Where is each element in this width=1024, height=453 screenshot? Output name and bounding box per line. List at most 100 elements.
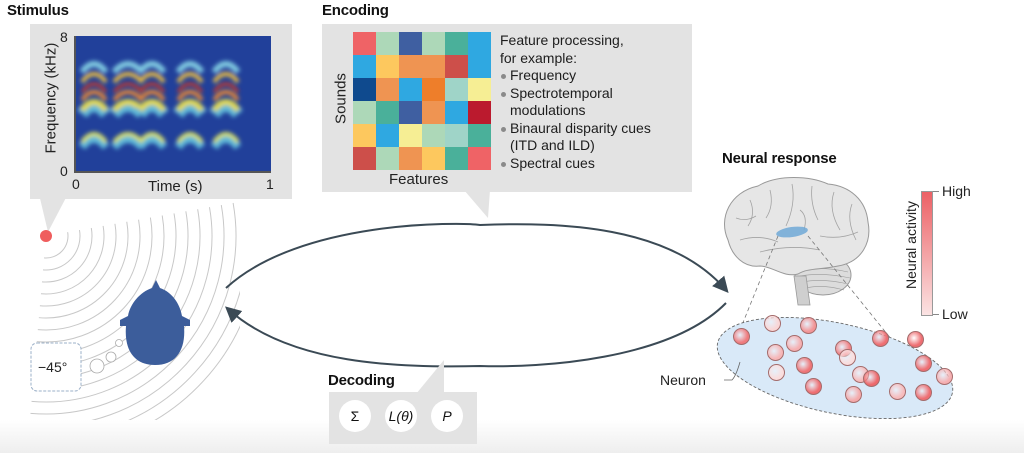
- matrix-cell: [468, 55, 491, 78]
- spectrogram-harmonic: [174, 135, 206, 150]
- stimulus-heading: Stimulus: [7, 2, 69, 19]
- x-axis-label: Time (s): [148, 178, 203, 195]
- matrix-cell: [422, 124, 445, 147]
- matrix-cell: [468, 32, 491, 55]
- spectrogram-harmonic: [212, 132, 240, 144]
- neuron: [845, 386, 862, 403]
- neuron: [796, 357, 813, 374]
- sound-wave-arc: [36, 217, 153, 343]
- spectrogram-harmonic: [137, 61, 167, 74]
- spectrogram-harmonic: [209, 100, 243, 118]
- matrix-cell: [468, 101, 491, 124]
- neuron: [805, 378, 822, 395]
- neuron: [768, 364, 785, 381]
- matrix-cell: [376, 78, 399, 101]
- spectrogram-harmonic: [138, 90, 166, 102]
- sound-wave-arc: [154, 325, 240, 420]
- matrix-cell: [422, 101, 445, 124]
- matrix-cell: [399, 55, 422, 78]
- matrix-cell: [445, 78, 468, 101]
- spectrogram-harmonic: [176, 82, 204, 93]
- spectrogram-harmonic: [138, 72, 166, 84]
- spectrogram-harmonic: [77, 100, 111, 118]
- spectrogram-harmonic: [136, 135, 168, 150]
- matrix-y-label: Sounds: [332, 73, 350, 124]
- matrix-cell: [399, 101, 422, 124]
- matrix-cell: [376, 147, 399, 170]
- spectrogram-harmonic: [137, 99, 167, 112]
- spectrogram-harmonic: [173, 100, 207, 118]
- neuron: [915, 355, 932, 372]
- colorbar-low-label: Low: [942, 306, 968, 322]
- feature-title-line2: for example:: [500, 49, 578, 66]
- neuron: [764, 315, 781, 332]
- cerebrum-icon: [724, 177, 870, 276]
- sound-wave-arc: [44, 232, 69, 259]
- spectrogram-harmonic: [175, 61, 205, 74]
- thought-bubble-medium: [105, 351, 117, 363]
- feature-bullet-spectrotemporal: Spectrotemporal: [500, 85, 651, 103]
- matrix-cell: [353, 101, 376, 124]
- matrix-cell: [399, 124, 422, 147]
- neuron: [872, 330, 889, 347]
- neuron-pointer-line: [724, 361, 741, 381]
- sound-wave-arc: [38, 221, 129, 319]
- spectrogram-harmonic: [211, 61, 241, 74]
- sound-wave-arc: [128, 290, 240, 420]
- y-tick-8: 8: [60, 29, 68, 45]
- spectrogram-harmonic: [135, 100, 169, 118]
- matrix-cell: [353, 124, 376, 147]
- matrix-cell: [353, 32, 376, 55]
- sum-symbol: Σ: [339, 400, 371, 432]
- spectrogram: [76, 36, 271, 172]
- brain-illustration: [724, 177, 900, 351]
- neuron: [800, 317, 817, 334]
- stimulus-callout-pointer: [38, 190, 70, 232]
- matrix-cell: [399, 147, 422, 170]
- spectrogram-harmonic: [112, 72, 144, 84]
- encoding-arrow: [225, 222, 729, 294]
- neuron: [915, 384, 932, 401]
- matrix-cell: [353, 55, 376, 78]
- sound-wave-arc: [40, 225, 105, 295]
- neuron: [767, 344, 784, 361]
- spectrogram-harmonic: [79, 61, 109, 74]
- neuron: [733, 328, 750, 345]
- matrix-x-label: Features: [389, 171, 449, 188]
- spectrogram-harmonic: [80, 132, 108, 144]
- matrix-cell: [376, 101, 399, 124]
- matrix-cell: [399, 32, 422, 55]
- decoding-heading: Decoding: [328, 372, 395, 389]
- colorbar-tick-high: [933, 191, 939, 192]
- spectrogram-y-axis: [74, 36, 76, 173]
- likelihood-symbol: L(θ): [385, 400, 417, 432]
- sound-wave-arc: [42, 230, 81, 271]
- neuron-label: Neuron: [660, 372, 706, 388]
- decoding-callout-pointer: [416, 360, 444, 394]
- feature-matrix: [353, 32, 491, 170]
- thought-bubble-small: [115, 339, 123, 347]
- neural-activity-colorbar: [921, 191, 933, 316]
- matrix-cell: [376, 124, 399, 147]
- matrix-cell: [445, 55, 468, 78]
- spectrogram-harmonic: [176, 90, 204, 102]
- neuron: [863, 370, 880, 387]
- feature-bullet-binaural: Binaural disparity cues: [500, 120, 651, 138]
- matrix-cell: [376, 55, 399, 78]
- neuron: [839, 349, 856, 366]
- colorbar-tick-low: [933, 314, 939, 315]
- feature-title-line1: Feature processing,: [500, 32, 624, 48]
- sound-wave-arc: [30, 205, 225, 415]
- matrix-cell: [468, 147, 491, 170]
- matrix-cell: [422, 32, 445, 55]
- matrix-cell: [468, 124, 491, 147]
- matrix-cell: [445, 101, 468, 124]
- matrix-cell: [445, 147, 468, 170]
- spectrogram-harmonic: [112, 90, 144, 102]
- spectrogram-harmonic: [211, 99, 241, 112]
- matrix-cell: [422, 147, 445, 170]
- spectrogram-harmonic: [80, 90, 108, 102]
- probability-symbol: P: [431, 400, 463, 432]
- neuron: [907, 331, 924, 348]
- x-tick-1: 1: [266, 176, 274, 192]
